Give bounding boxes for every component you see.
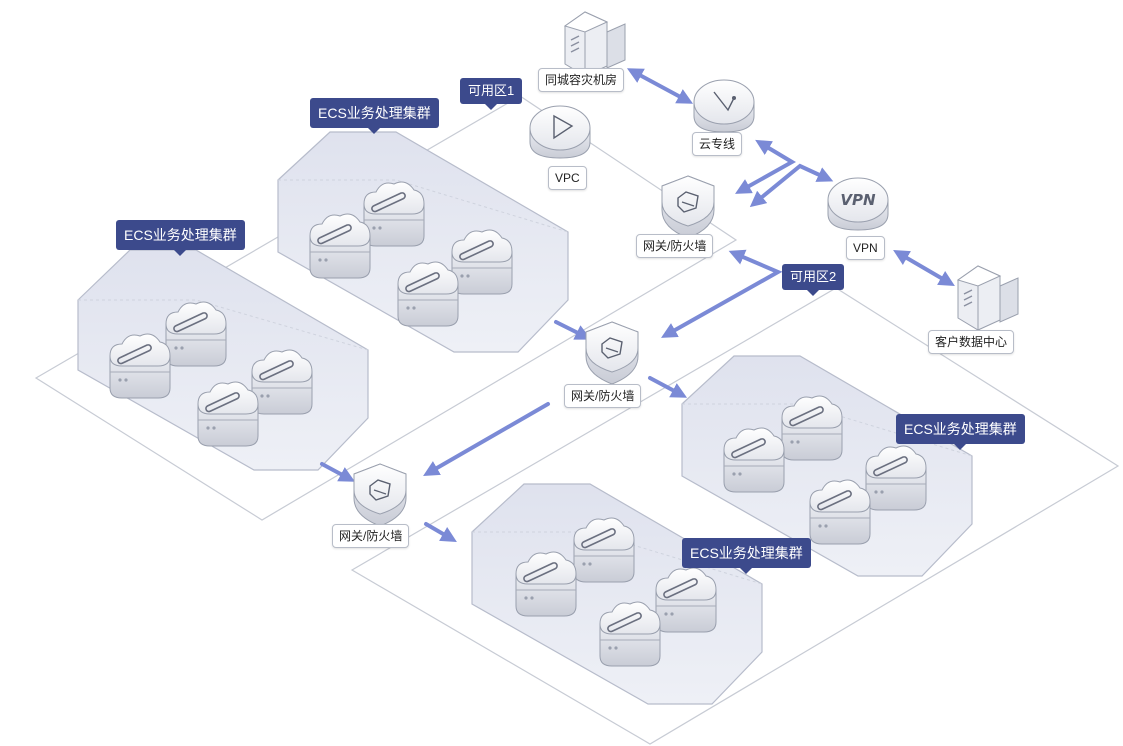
label-vpn: VPN: [846, 236, 885, 260]
cluster-box-c3: [681, 355, 973, 577]
label-gateway-mid: 网关/防火墙: [564, 384, 642, 408]
label-gateway-top: 网关/防火墙: [636, 234, 714, 258]
vpn-icon-text: VPN: [840, 191, 876, 209]
vpc-icon: [529, 105, 591, 159]
cluster-box-c4: [471, 483, 763, 705]
arrow-vpn-to-gateway: [749, 163, 834, 208]
label-disaster-room: 同城容灾机房: [538, 68, 625, 92]
arrow-bottom-gateway-to-cluster-c4: [424, 522, 457, 543]
tag-cluster-c3: ECS业务处理集群: [896, 414, 1025, 450]
arrow-mid-gateway-to-cluster-c3: [648, 376, 688, 398]
arrows: [320, 68, 955, 543]
tag-cluster-c4: ECS业务处理集群: [682, 538, 811, 574]
tag-cluster-c2: ECS业务处理集群: [310, 98, 439, 134]
label-vpc: VPC: [548, 166, 587, 190]
arrow-top-gateway-to-mid-gateway: [661, 249, 783, 338]
shield-icon-bottom-gateway: [353, 463, 407, 527]
tag-availability-zone-2: 可用区2: [782, 264, 845, 296]
tag-cluster-c1: ECS业务处理集群: [116, 220, 245, 256]
arrow-mid-gateway-to-bottom-gateway: [423, 402, 550, 476]
arrow-cluster-c1-to-bottom-gateway: [320, 462, 356, 482]
arrow-vpn-to-customer-dc: [893, 249, 955, 287]
label-customer-dc: 客户数据中心: [928, 330, 1015, 354]
vpn-icon: VPN: [827, 177, 889, 231]
arrow-cluster-c2-to-mid-gateway: [554, 320, 592, 340]
arrow-disaster-to-direct-connect: [626, 68, 694, 104]
label-gateway-bottom: 网关/防火墙: [332, 524, 410, 548]
direct-connect-icon: [693, 79, 755, 133]
shield-icon-mid-gateway: [585, 321, 639, 385]
building-icon-customer-dc: [957, 265, 1019, 331]
tag-availability-zone-1: 可用区1: [460, 78, 523, 110]
label-direct-connect: 云专线: [692, 132, 743, 156]
building-icon-disaster-room: [564, 11, 626, 77]
arrow-direct-connect-to-gateway: [735, 139, 796, 194]
